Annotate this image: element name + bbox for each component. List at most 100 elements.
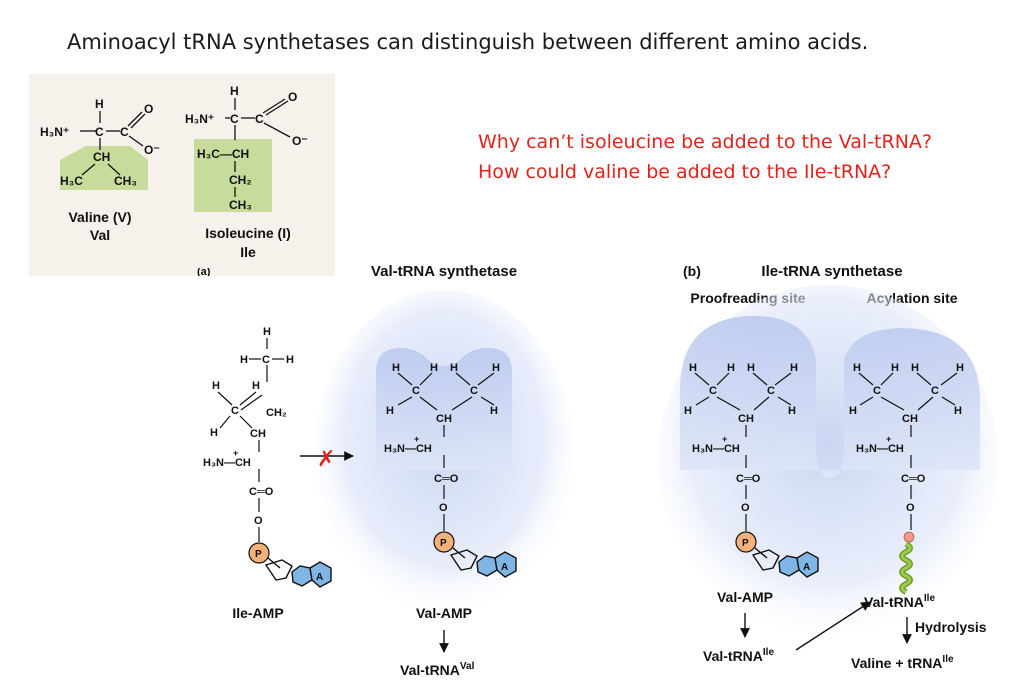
val-b-phosphate-label: P xyxy=(742,538,749,549)
svg-text:H: H xyxy=(386,405,394,417)
valine-h-top: H xyxy=(95,97,104,111)
ile-ribose xyxy=(264,557,293,581)
val-b-carbonyl: C═O xyxy=(736,473,761,485)
panel-b-title: Ile-tRNA synthetase xyxy=(761,263,902,280)
svg-text:H: H xyxy=(492,362,500,374)
svg-text:H: H xyxy=(954,405,962,417)
ile-ch2: CH₂ xyxy=(266,407,287,419)
isoleucine-carbonyl-o: O xyxy=(288,90,297,104)
valine-abbr: Val xyxy=(90,227,110,243)
svg-text:C: C xyxy=(95,125,104,139)
val-a-adenine xyxy=(494,551,517,578)
svg-text:C: C xyxy=(255,112,264,126)
svg-text:C: C xyxy=(931,385,939,397)
ile-amp-molecule: H H C H H H C CH₂ H CH H₃N—CH + C═O O xyxy=(203,326,332,588)
svg-text:C: C xyxy=(709,385,717,397)
val-trna-val-label: Val-tRNAVal xyxy=(400,661,475,678)
svg-text:H: H xyxy=(956,362,964,374)
svg-text:H: H xyxy=(490,405,498,417)
svg-text:H: H xyxy=(727,362,735,374)
valine-plus-trna-label: Valine + tRNAIle xyxy=(851,654,954,671)
svg-text:C: C xyxy=(873,385,881,397)
valine-ch3-right: CH₃ xyxy=(114,174,137,188)
panel-b-label: (b) xyxy=(683,263,701,279)
val-trna-ile-bound-label: Val-tRNAIle xyxy=(864,593,935,610)
isoleucine-amine: H₃N⁺ xyxy=(185,112,214,126)
svg-text:C: C xyxy=(231,405,239,417)
ile-synthetase-pockets xyxy=(680,315,980,478)
hydrolysis-label: Hydrolysis xyxy=(915,619,987,635)
val-trna-ile-label: Val-tRNAIle xyxy=(703,647,774,664)
val-a-amine: H₃N—CH xyxy=(384,443,432,455)
val-b-ester-o: O xyxy=(741,502,750,514)
val-c-amine: H₃N—CH xyxy=(856,443,904,455)
svg-text:C: C xyxy=(767,385,775,397)
isoleucine-side-chain-highlight xyxy=(194,139,272,212)
svg-text:H: H xyxy=(790,362,798,374)
valine-ch3-left: H₃C xyxy=(60,174,83,188)
svg-text:H: H xyxy=(849,405,857,417)
ile-amp-label: Ile-AMP xyxy=(232,605,283,621)
val-a-phosphate xyxy=(433,531,455,553)
ile-ester-o: O xyxy=(254,515,263,527)
valine-amine: H₃N⁺ xyxy=(40,125,69,139)
transfer-to-acylation-arrow xyxy=(795,601,871,651)
val-c-ester-o: O xyxy=(906,502,915,514)
val-amp-label-b: Val-AMP xyxy=(717,589,773,605)
ile-amine-plus: + xyxy=(233,448,238,458)
ile-phosphate-label: P xyxy=(255,549,262,560)
svg-text:H: H xyxy=(689,362,697,374)
question-valine: How could valine be added to the Ile-tRN… xyxy=(478,161,892,183)
val-c-carbonyl: C═O xyxy=(901,473,926,485)
ile-ch: CH xyxy=(250,428,266,440)
slide-title: Aminoacyl tRNA synthetases can distingui… xyxy=(67,30,869,54)
ile-adenine xyxy=(309,561,332,588)
isoleucine-ch: H₃C—CH xyxy=(197,147,249,161)
val-b-adenine-label: A xyxy=(803,562,810,573)
val-amp-bound-a: H H H H C C H H CH H₃N—CH + C═O O xyxy=(384,362,517,578)
svg-text:C: C xyxy=(230,112,239,126)
val-amp-proofreading: H H H H C C H H CH H₃N—CH + C═O O xyxy=(684,362,819,578)
val-b-ch: CH xyxy=(738,413,754,425)
ile-amine: H₃N—CH xyxy=(203,457,251,469)
svg-text:H: H xyxy=(286,354,294,366)
val-a-amine-plus: + xyxy=(414,434,419,444)
val-c-amine-plus: + xyxy=(886,434,891,444)
svg-text:H: H xyxy=(788,405,796,417)
svg-text:H: H xyxy=(263,326,271,338)
ile-phosphate xyxy=(248,542,270,564)
svg-text:C: C xyxy=(412,385,420,397)
panel-a-title: Val-tRNA synthetase xyxy=(371,263,517,280)
panel-b: (b) Ile-tRNA synthetase Proofreading sit… xyxy=(658,263,998,671)
isoleucine-h-top: H xyxy=(230,84,239,98)
isoleucine-structure: H H₃N⁺ C C O O⁻ H₃C—CH CH₂ CH₃ Isoleucin… xyxy=(185,84,308,260)
valine-name: Valine (V) xyxy=(68,209,131,225)
val-b-adenine xyxy=(796,551,819,578)
valine-side-chain-highlight xyxy=(60,146,148,190)
svg-text:H: H xyxy=(684,405,692,417)
svg-text:H: H xyxy=(210,427,218,439)
val-a-ester-o: O xyxy=(439,502,448,514)
isoleucine-abbr: Ile xyxy=(240,244,256,260)
val-c-ch: CH xyxy=(902,413,918,425)
val-a-carbonyl: C═O xyxy=(434,473,459,485)
val-amp-label-a: Val-AMP xyxy=(416,605,472,621)
svg-text:C: C xyxy=(262,354,270,366)
question-isoleucine: Why can’t isoleucine be added to the Val… xyxy=(478,131,933,153)
reject-x-mark: ✗ xyxy=(317,446,335,471)
svg-text:H: H xyxy=(212,380,220,392)
svg-text:H: H xyxy=(450,362,458,374)
svg-text:H: H xyxy=(252,380,260,392)
svg-text:H: H xyxy=(747,362,755,374)
isoleucine-name: Isoleucine (I) xyxy=(205,225,291,241)
val-a-ch: CH xyxy=(436,413,452,425)
val-a-phosphate-label: P xyxy=(440,538,447,549)
ile-carbonyl: C═O xyxy=(249,486,274,498)
valine-oxide-o: O⁻ xyxy=(144,143,160,157)
val-b-amine-plus: + xyxy=(722,434,727,444)
ile-adenine-label: A xyxy=(316,572,323,583)
svg-text:C: C xyxy=(120,125,129,139)
inset-structures: H H₃N⁺ C C O O⁻ CH H₃C CH₃ Valine (V) Va… xyxy=(29,74,335,276)
trna-terminal-nucleotide xyxy=(903,531,915,543)
